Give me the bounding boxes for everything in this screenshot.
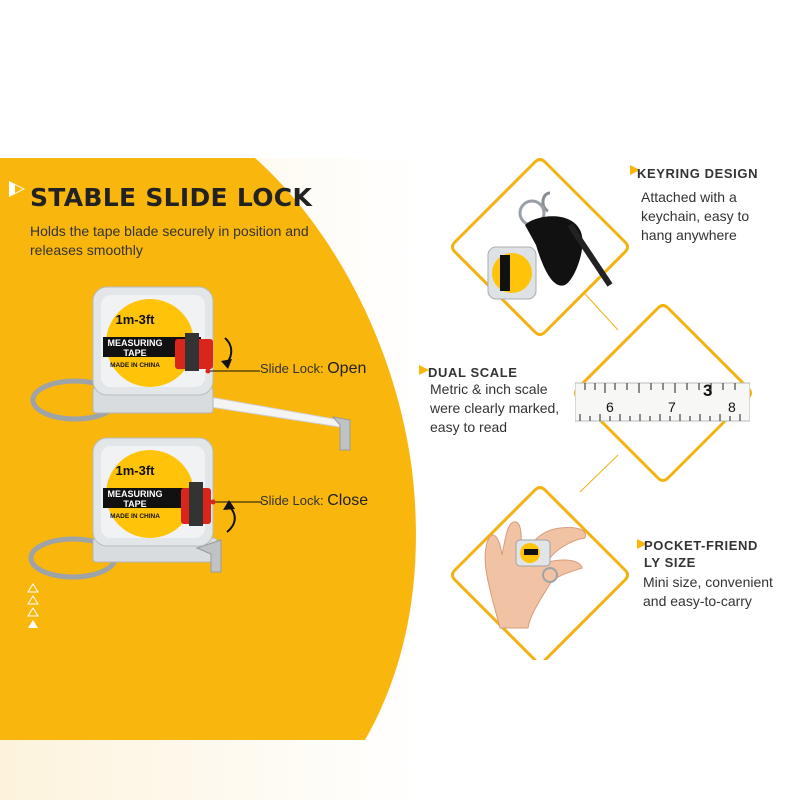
hand-with-tape-photo [484, 521, 587, 629]
feature-description-dual-scale: Metric & inch scale were clearly marked,… [430, 381, 560, 435]
scale-number: 7 [668, 399, 676, 415]
tape-label-size: 1m-3ft [115, 312, 155, 327]
decorative-triangles-icon [27, 583, 39, 628]
tape-label-size: 1m-3ft [115, 463, 155, 478]
keyring-photo [487, 191, 613, 300]
tape-label-origin: MADE IN CHINA [110, 362, 160, 369]
feature-title-dual-scale: DUAL SCALE [428, 365, 518, 380]
tape-measure-open [30, 286, 351, 451]
triangle-marker-icon [9, 181, 25, 197]
tape-label-name: MEASURING TAPE [107, 489, 163, 509]
tape-scale-photo [575, 382, 750, 422]
slide-lock-open-label: Slide Lock: Open [260, 360, 367, 377]
scale-number: 6 [606, 399, 614, 415]
feature-title-pocket-size: POCKET-FRIEND LY SIZE [644, 538, 758, 570]
leader-line [205, 368, 260, 374]
tape-measure-closed [28, 437, 236, 580]
feature-title-keyring: KEYRING DESIGN [637, 166, 759, 181]
feature-description-pocket-size: Mini size, convenient and easy-to-carry [643, 574, 773, 609]
slide-lock-close-label: Slide Lock: Close [260, 492, 369, 509]
triangle-marker-icon [630, 165, 640, 175]
tape-label-origin: MADE IN CHINA [110, 513, 160, 520]
scale-number: 8 [728, 399, 736, 415]
feature-title-slide-lock: STABLE SLIDE LOCK [30, 183, 313, 212]
feature-description-slide-lock: Holds the tape blade securely in positio… [30, 223, 309, 258]
feature-description-keyring: Attached with a keychain, easy to hang a… [641, 189, 750, 243]
triangle-marker-icon [637, 539, 647, 549]
tape-label-name: MEASURING TAPE [107, 338, 163, 358]
leader-line [210, 499, 262, 505]
scale-number: 3 [703, 381, 713, 400]
triangle-marker-icon [419, 365, 429, 375]
